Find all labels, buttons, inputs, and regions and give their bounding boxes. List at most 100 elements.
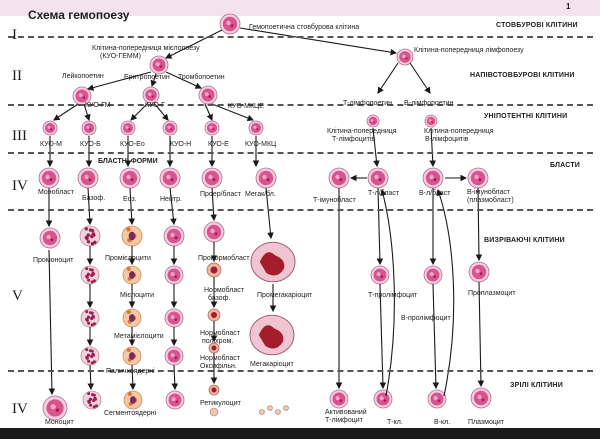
label-proplasmocyte: Проплазмоцит (468, 290, 516, 297)
label-neitr: Нейтр. (160, 196, 182, 203)
zone-mature-cells: ЗРІЛІ КЛІТИНИ (510, 382, 563, 389)
megakaryocyte-cell (249, 314, 295, 356)
t-immunoblast-cell (328, 167, 350, 189)
proerythroblast-cell (201, 167, 223, 189)
kuo-n-cell (162, 120, 178, 136)
label-t-lblast: Т-л/бласт (368, 190, 400, 197)
kuo-mkce-cell (198, 85, 218, 105)
label-promyelocytes: Промієлоцити (105, 255, 151, 262)
top-strip (0, 0, 600, 16)
promonocyte-cell (39, 227, 61, 249)
neutrophil-blast-cell (159, 167, 181, 189)
eosinophil-blast-cell (119, 167, 141, 189)
separator-3 (8, 152, 593, 154)
basophil-metamyelocyte-cell (80, 308, 100, 328)
normoblast-oxyphilic-cell (208, 342, 220, 354)
arrow-maturation (376, 187, 384, 266)
label-t-prolymphocyte: Т-пролімфоцит (368, 292, 418, 299)
megakaryoblast-cell (255, 167, 277, 189)
arrow-kuo-gm-b (83, 103, 91, 122)
myelo-progenitor-cell (149, 55, 169, 75)
label-eoz: Еоз. (123, 196, 137, 203)
arrow-myelo-to-kuo-mkce (165, 71, 203, 89)
label-t-lymphopoietin: Т-лімфопоетин (343, 100, 393, 107)
label-proerblast: Проер/бласт (200, 191, 241, 198)
pronormoblast-cell (203, 221, 225, 243)
arrow-maturation (86, 187, 93, 226)
arrow-stem-to-myelo (165, 29, 223, 59)
label-b-lymphopoietin: В-лімфопоетин (404, 100, 454, 107)
eosinophil-promyelocyte-cell (121, 225, 143, 247)
kuo-gm-cell (72, 86, 92, 106)
neutrophil-segmented-cell (165, 390, 185, 410)
label-thrombopoietin: Тромбопоетин (178, 74, 225, 81)
t-lymphoblast-cell (367, 167, 389, 189)
basophil-band-cell (80, 346, 100, 366)
b-prolymphocyte-cell (423, 265, 443, 285)
kuo-mkc-cell (248, 120, 264, 136)
level-numeral-1: I (12, 27, 17, 43)
label-activated-t: Активований (325, 409, 367, 416)
zone-blasts: БЛАСТИ (550, 162, 581, 169)
monocyte-cell (42, 395, 68, 421)
label-kuo-mkc: КУО-МКЦ (245, 141, 277, 148)
separator-4 (8, 209, 593, 211)
b-precursor-cell (424, 114, 438, 128)
label-band-cells: Паличкоядерні (106, 368, 155, 375)
separator-2 (8, 104, 593, 106)
arrow-bprec-to-bblast (429, 127, 437, 168)
page-title: Схема гемопоезу (28, 8, 130, 22)
label-segmented: Сегментоядерні (104, 410, 157, 417)
label-normoblast-ox-2: Оксифільн. (200, 363, 237, 370)
arrow-maturation (265, 187, 274, 240)
activated-t-lymphocyte-cell (329, 389, 349, 409)
label-t-cell: Т-кл. (387, 419, 403, 426)
label-kuo-m: КУО-М (40, 141, 62, 148)
label-kuo-eo: КУО-Ео (120, 141, 145, 148)
label-pronormoblast: Пронормобласт (198, 255, 250, 262)
arrow-stem-to-lympho (239, 27, 398, 56)
label-kuo-n: КУО-Н (170, 141, 192, 148)
label-kuo-gm: КУО-ГМ (85, 102, 111, 109)
level-numeral-4: IV (12, 178, 28, 194)
kuo-m-cell (42, 120, 58, 136)
label-normoblast-pol-2: поліхром. (202, 338, 234, 345)
label-t-precursor-2: Т-лімфоцитів (332, 136, 376, 143)
label-b-precursor: Клітина-попередниця (424, 128, 494, 135)
label-promonocyte: Промоноцит (33, 257, 74, 264)
eosinophil-metamyelocyte-cell (122, 308, 142, 328)
b-lymphocyte-cell (427, 389, 447, 409)
t-lymphocyte-cell (373, 389, 393, 409)
level-numeral-3: III (12, 128, 27, 144)
arrow-maturation (432, 283, 440, 390)
level-numeral-6: IV (12, 401, 28, 417)
basophil-promyelocyte-cell (79, 225, 101, 247)
label-lympho-progenitor: Клітина-попередниця лімфопоезу (414, 47, 524, 54)
arrow-maturation (169, 187, 177, 226)
proplasmocyte-cell (468, 261, 490, 283)
kuo-g-cell (142, 86, 160, 104)
separator-1 (8, 36, 593, 38)
arrow-kuo-gm-m (53, 103, 79, 121)
level-numeral-5: V (12, 288, 23, 304)
label-b-prolymphocyte: В-пролімфоцит (401, 315, 451, 322)
label-monocyte: Моноцит (45, 419, 74, 426)
label-normoblast-ox: Нормобласт (200, 355, 240, 362)
label-bazof: Базоф. (82, 195, 106, 202)
label-promegakaryocyte: Промегакаріоцит (257, 292, 313, 299)
label-b-immunoblast-2: (плазмобласт) (467, 197, 514, 204)
label-erythropoietin: Еритропоетин (124, 74, 170, 81)
label-b-cell: В-кл. (434, 419, 451, 426)
platelet-2 (275, 409, 281, 415)
arrow-maturation (477, 281, 485, 388)
b-lymphoblast-cell (422, 167, 444, 189)
arrow-tprec-to-tblast (372, 127, 380, 168)
arrow-myelo-to-kuo-gm (86, 71, 152, 91)
kuo-eo-cell (120, 120, 136, 136)
label-t-immunoblast: Т-імунобласт (313, 197, 356, 204)
promegakaryocyte-cell (250, 241, 296, 283)
label-myelocytes: Мієлоцити (120, 292, 155, 299)
arrow-kuo-mkce-mkc (211, 103, 255, 122)
neutrophil-promyelocyte-cell (163, 225, 185, 247)
